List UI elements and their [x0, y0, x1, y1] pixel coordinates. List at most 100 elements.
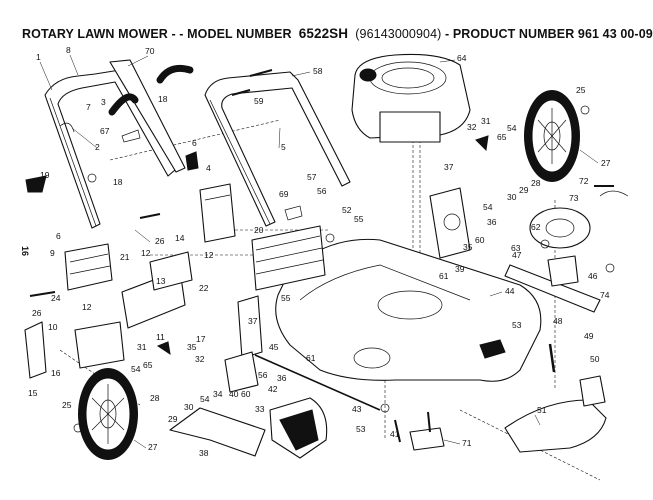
callout-51: 51 [537, 405, 547, 415]
height-adjuster-14 [121, 251, 193, 329]
callout-53-bottom: 53 [356, 424, 366, 434]
bracket-71 [409, 427, 445, 451]
callout-41: 41 [390, 429, 400, 439]
callout-71: 71 [462, 438, 472, 448]
callout-61-bottom: 61 [306, 353, 316, 363]
callout-45: 45 [269, 342, 279, 352]
callout-73: 73 [569, 193, 579, 203]
callout-62: 62 [531, 222, 541, 232]
callout-12-c: 12 [82, 302, 92, 312]
rear-flap-20 [251, 225, 326, 291]
callout-26-mid: 26 [155, 236, 165, 246]
callout-labels: 1 8 70 58 64 7 3 18 59 25 67 2 6 5 32 31… [28, 45, 611, 458]
wheel-left-27 [78, 368, 138, 460]
callout-31-bottom: 31 [137, 342, 147, 352]
callout-24: 24 [51, 293, 61, 303]
hardware-fasteners [25, 69, 629, 443]
callout-20: 20 [254, 225, 264, 235]
callout-47: 47 [512, 250, 522, 260]
callout-63: 63 [511, 243, 521, 253]
callout-27-left: 27 [148, 442, 158, 452]
callout-12-b: 12 [204, 250, 214, 260]
callout-54-a: 54 [507, 123, 517, 133]
discharge-chute-33 [269, 397, 328, 459]
leader-lines [39, 54, 599, 449]
callout-15: 15 [28, 388, 38, 398]
callout-55-top: 55 [354, 214, 364, 224]
callout-54-b: 54 [483, 202, 493, 212]
flap-9 [64, 243, 113, 291]
callout-74: 74 [600, 290, 610, 300]
engine-64 [351, 53, 471, 143]
callout-13: 13 [156, 276, 166, 286]
wheel-right-27 [524, 90, 580, 182]
model-code: (96143000904) [355, 27, 442, 41]
callout-31-top: 31 [481, 116, 491, 126]
callout-4: 4 [206, 163, 211, 173]
callout-44: 44 [505, 286, 515, 296]
callout-30-right: 30 [507, 192, 517, 202]
callout-65-top: 65 [497, 132, 507, 142]
callout-32-top: 32 [467, 122, 477, 132]
callout-11: 11 [156, 332, 165, 342]
baffle-51 [504, 375, 607, 453]
callout-28-bottom: 28 [150, 393, 160, 403]
bracket-40 [224, 351, 259, 393]
callout-34: 34 [213, 389, 223, 399]
diagram-title: ROTARY LAWN MOWER - - MODEL NUMBER 6522S… [22, 26, 653, 41]
callout-12-a: 12 [141, 248, 151, 258]
callout-57: 57 [307, 172, 317, 182]
model-number: 6522SH [298, 26, 349, 41]
callout-70: 70 [145, 46, 155, 56]
callout-40: 40 [229, 389, 239, 399]
callout-5: 5 [281, 142, 286, 152]
callout-39: 39 [455, 264, 465, 274]
callout-37-bottom: 37 [248, 316, 258, 326]
callout-33: 33 [255, 404, 265, 414]
side-plate-15 [24, 321, 47, 379]
callout-18-mid: 18 [113, 177, 123, 187]
callout-38: 38 [199, 448, 209, 458]
callout-35-right: 35 [463, 242, 473, 252]
mower-deck-44 [275, 238, 542, 382]
title-prefix: ROTARY LAWN MOWER - - MODEL NUMBER [22, 27, 292, 41]
callout-35-bottom: 35 [187, 342, 197, 352]
callout-25-left: 25 [62, 400, 72, 410]
blade-49 [504, 264, 601, 313]
axle-rod-42 [254, 354, 381, 411]
callout-60-right: 60 [475, 235, 485, 245]
callout-49: 49 [584, 331, 594, 341]
callout-64: 64 [457, 53, 467, 63]
callout-8: 8 [66, 45, 71, 55]
callout-29-right: 29 [519, 185, 529, 195]
callout-19: 19 [40, 170, 50, 180]
callout-58: 58 [313, 66, 323, 76]
callout-42: 42 [268, 384, 278, 394]
callout-7: 7 [86, 102, 91, 112]
callout-59: 59 [254, 96, 264, 106]
discharge-guard-38 [169, 407, 266, 457]
callout-54-d: 54 [200, 394, 210, 404]
callout-36-bottom: 36 [277, 373, 287, 383]
bracket-4 [199, 183, 236, 243]
callout-55-bottom: 55 [281, 293, 291, 303]
callout-21: 21 [120, 252, 130, 262]
callout-56-top: 56 [317, 186, 327, 196]
callout-37-top: 37 [444, 162, 454, 172]
callout-6-top: 6 [192, 138, 197, 148]
callout-72: 72 [579, 176, 589, 186]
callout-36-right: 36 [487, 217, 497, 227]
callout-67: 67 [100, 126, 110, 136]
height-lever-37 [237, 295, 263, 359]
hose-18 [108, 64, 194, 116]
callout-16: 16 [51, 368, 61, 378]
callout-61-top: 61 [439, 271, 449, 281]
callout-60-bottom: 60 [241, 389, 251, 399]
callout-48: 48 [553, 316, 563, 326]
callout-22: 22 [199, 283, 209, 293]
callout-27-right: 27 [601, 158, 611, 168]
callout-1: 1 [36, 52, 41, 62]
callout-32-bottom: 32 [195, 354, 205, 364]
callout-46: 46 [588, 271, 598, 281]
